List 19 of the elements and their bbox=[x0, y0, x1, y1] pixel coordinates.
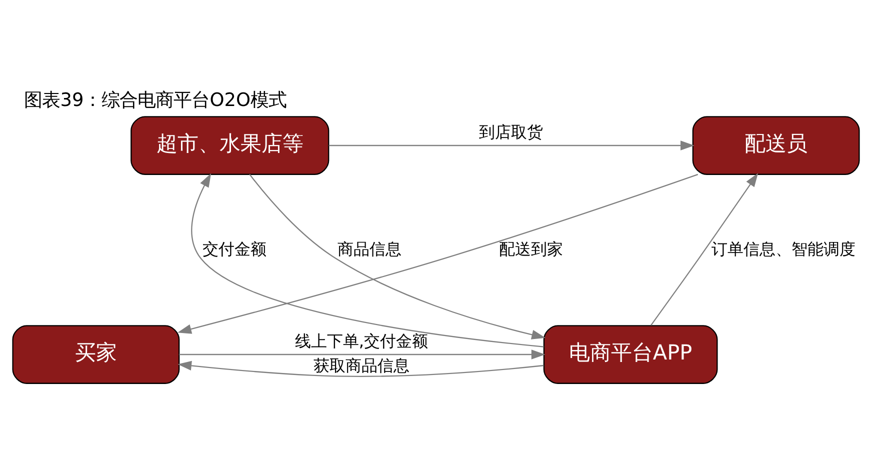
arrow bbox=[178, 173, 698, 334]
edge-label: 配送到家 bbox=[499, 238, 564, 258]
edge-label: 线上下单,交付金额 bbox=[294, 331, 428, 350]
arrow bbox=[178, 360, 544, 376]
arrow bbox=[191, 172, 544, 347]
edge-label: 交付金额 bbox=[202, 238, 266, 258]
edge-label: 到店取货 bbox=[478, 122, 543, 142]
diagram-title: 图表39：综合电商平台O2O模式 bbox=[24, 90, 287, 111]
node-box: 买家 bbox=[12, 324, 180, 384]
arrow bbox=[179, 349, 546, 359]
edge-label: 获取商品信息 bbox=[314, 355, 410, 374]
node-box: 电商平台APP bbox=[543, 324, 718, 384]
arrow bbox=[328, 140, 694, 150]
edge-label: 商品信息 bbox=[338, 238, 402, 258]
arrow bbox=[650, 172, 758, 326]
node-box: 配送员 bbox=[692, 116, 860, 174]
node-box: 超市、水果店等 bbox=[130, 116, 330, 174]
edge-label: 订单信息、智能调度 bbox=[712, 238, 856, 258]
arrow bbox=[249, 174, 546, 339]
